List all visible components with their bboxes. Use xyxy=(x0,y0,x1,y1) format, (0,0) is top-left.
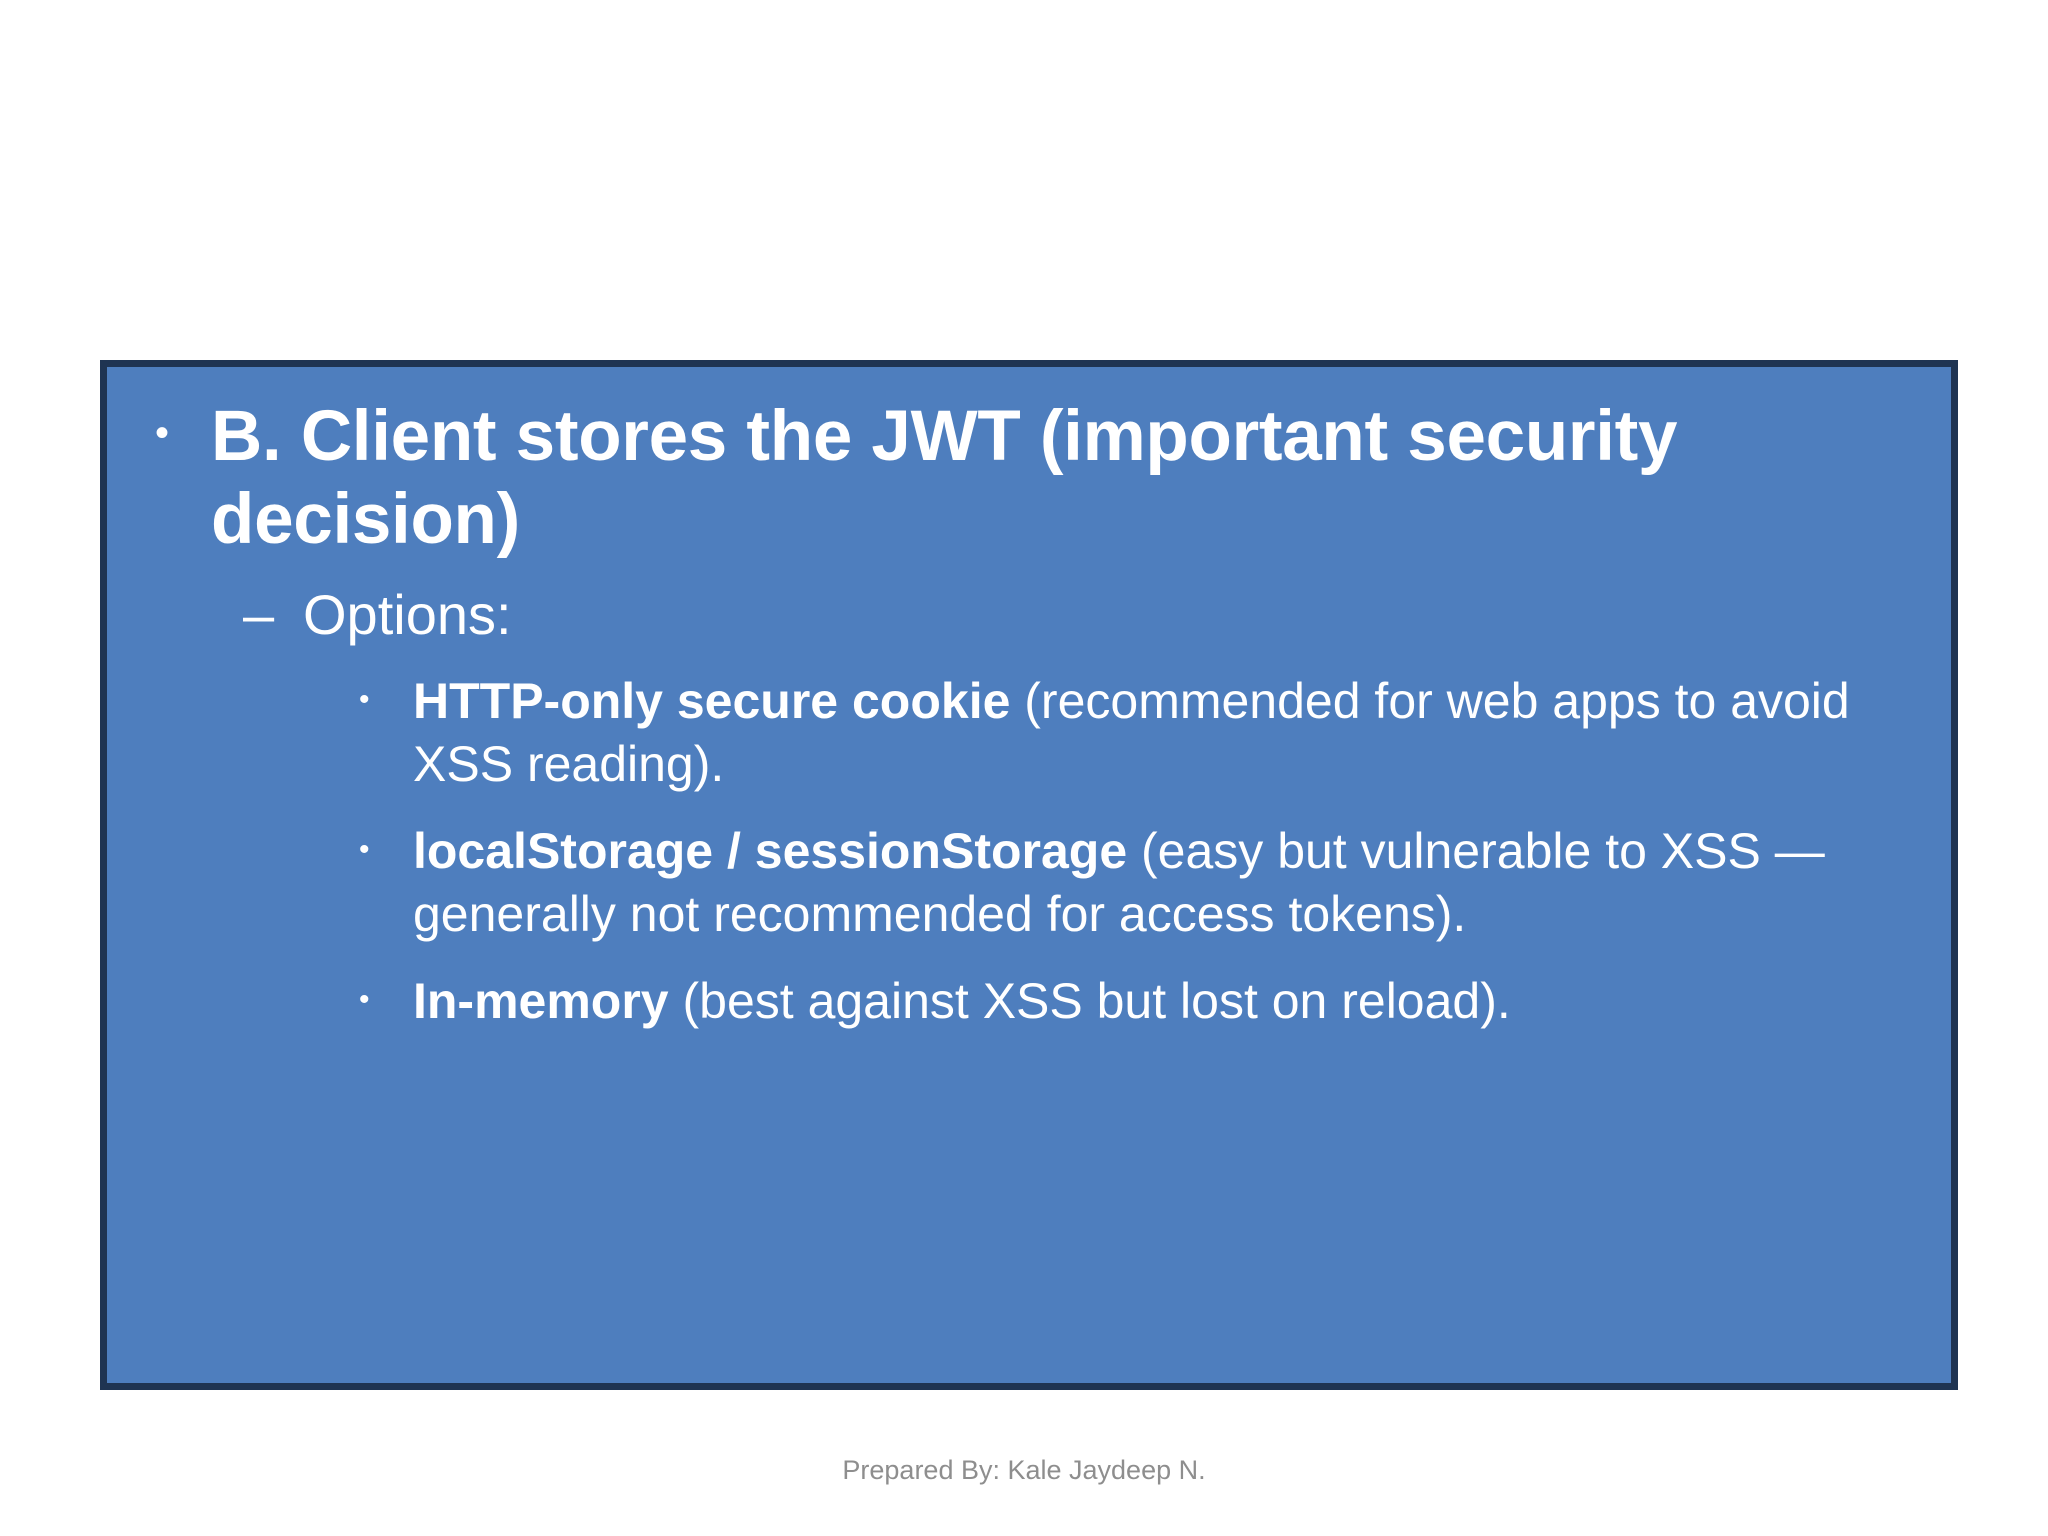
bullet-dot-icon: • xyxy=(359,983,370,1017)
slide-footer: Prepared By: Kale Jaydeep N. xyxy=(842,1455,1206,1485)
bullet-dot-icon: • xyxy=(359,683,370,717)
list-item-text: HTTP-only secure cookie (recommended for… xyxy=(413,670,1917,796)
list-item-text: In-memory (best against XSS but lost on … xyxy=(413,970,1917,1033)
bullet-dot-icon: • xyxy=(155,411,169,455)
list-item: • In-memory (best against XSS but lost o… xyxy=(359,970,1917,1033)
list-item-description: (easy but vulnerable to XSS — generally … xyxy=(413,823,1825,943)
list-item-term: HTTP-only secure cookie xyxy=(413,673,1011,730)
list-item-term: localStorage / sessionStorage xyxy=(413,823,1128,880)
list-item-description: (recommended for web apps to avoid XSS r… xyxy=(413,673,1850,793)
list-item: • HTTP-only secure cookie (recommended f… xyxy=(359,670,1917,796)
content-box: • B. Client stores the JWT (important se… xyxy=(100,360,1958,1390)
options-label: Options: xyxy=(303,583,512,647)
options-list: • HTTP-only secure cookie (recommended f… xyxy=(141,670,1917,1033)
dash-marker-icon: – xyxy=(243,583,275,647)
bullet-dot-icon: • xyxy=(359,833,370,867)
options-row: – Options: xyxy=(141,581,1917,648)
title-bullet-row: • B. Client stores the JWT (important se… xyxy=(141,395,1917,561)
page-title: B. Client stores the JWT (important secu… xyxy=(211,397,1678,560)
list-item-term: In-memory xyxy=(413,973,669,1030)
list-item: • localStorage / sessionStorage (easy bu… xyxy=(359,820,1917,946)
list-item-text: localStorage / sessionStorage (easy but … xyxy=(413,820,1917,946)
list-item-description: (best against XSS but lost on reload). xyxy=(668,973,1511,1030)
